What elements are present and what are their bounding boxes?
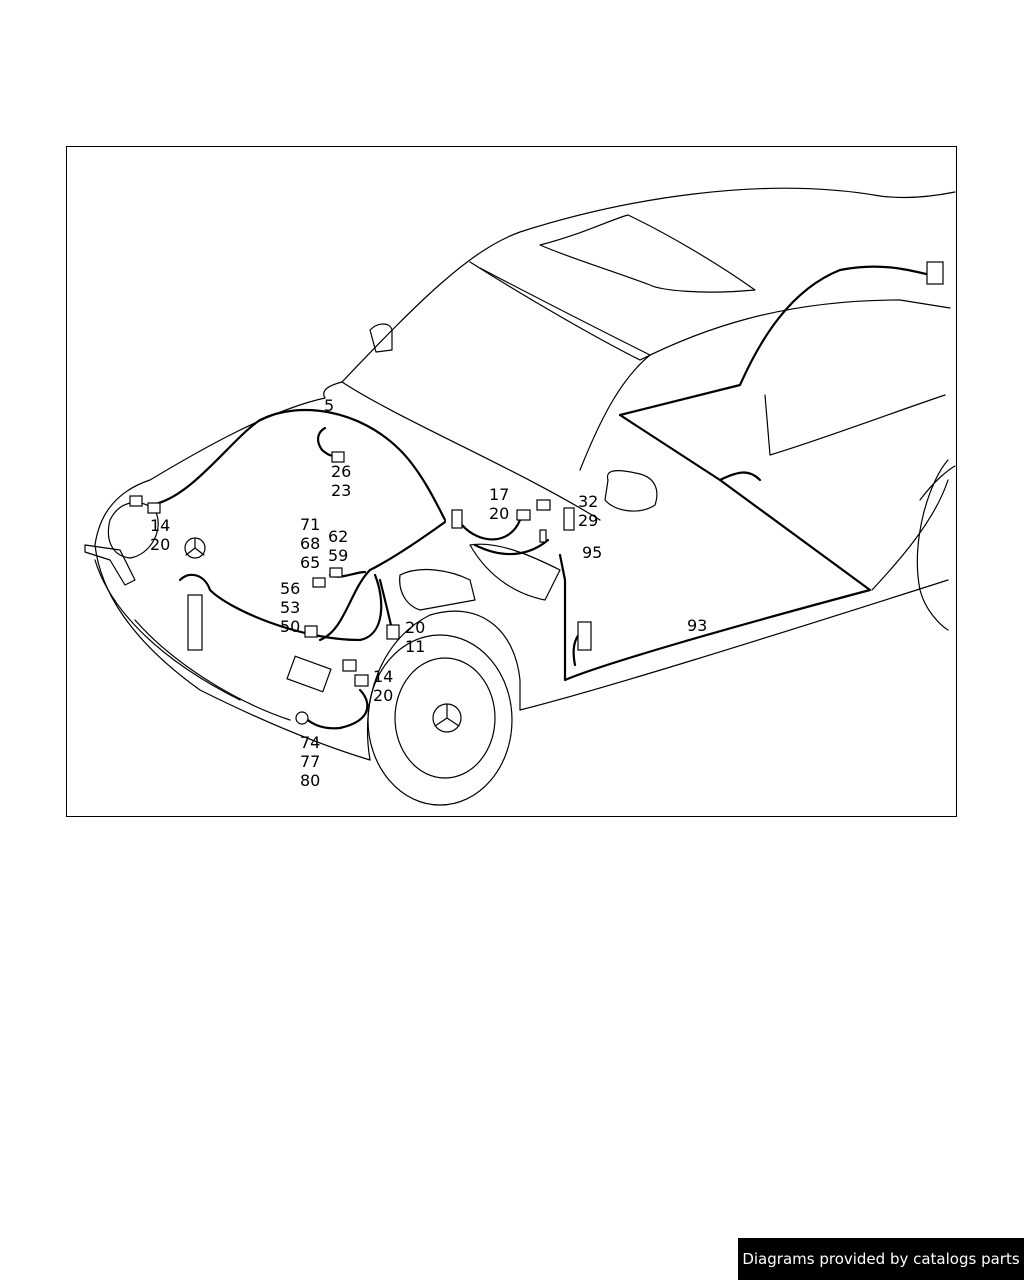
- callout-93: 93: [687, 616, 708, 635]
- connector-headlight: [147, 502, 161, 514]
- connector-32-29: [563, 507, 575, 531]
- callout-20-11: 20 11: [405, 618, 426, 656]
- connector-14-20-left: [129, 495, 143, 507]
- connector-firewall-grommet: [451, 509, 463, 529]
- callout-95: 95: [582, 543, 603, 562]
- component-actuator: [286, 655, 332, 693]
- connector-14-20-lower-b: [354, 674, 369, 687]
- callout-17-20: 17 20: [489, 485, 510, 523]
- callout-74-77-80: 74 77 80: [300, 733, 321, 790]
- diagram-credit-banner: Diagrams provided by catalogs parts: [738, 1238, 1024, 1280]
- connector-93: [577, 621, 592, 651]
- callout-32-29: 32 29: [578, 492, 599, 530]
- callout-14-20-left: 14 20: [150, 516, 171, 554]
- connector-74-77-80: [295, 711, 309, 725]
- connector-17-20-a: [516, 509, 531, 521]
- connector-14-20-lower-a: [342, 659, 357, 672]
- car-body-outline: [94, 187, 956, 806]
- wiring-harness: [148, 265, 932, 730]
- callout-5: 5: [324, 396, 335, 415]
- connector-20-11: [386, 624, 400, 640]
- callout-14-20-lower: 14 20: [373, 667, 394, 705]
- connector-rear: [926, 261, 944, 285]
- connectors: [84, 261, 944, 725]
- connector-17-20-b: [536, 499, 551, 511]
- component-headlamp-bracket: [84, 544, 136, 586]
- connector-56-53-50: [304, 625, 318, 638]
- connector-95: [539, 529, 547, 543]
- callout-26-23: 26 23: [331, 462, 352, 500]
- connector-26-23: [331, 451, 345, 463]
- callout-56-53-50: 56 53 50: [280, 579, 301, 636]
- callout-62-59: 62 59: [328, 527, 349, 565]
- connector-62-59: [329, 567, 343, 578]
- connector-71-68-65: [312, 577, 326, 588]
- callout-71-68-65: 71 68 65: [300, 515, 321, 572]
- component-bracket: [187, 594, 203, 651]
